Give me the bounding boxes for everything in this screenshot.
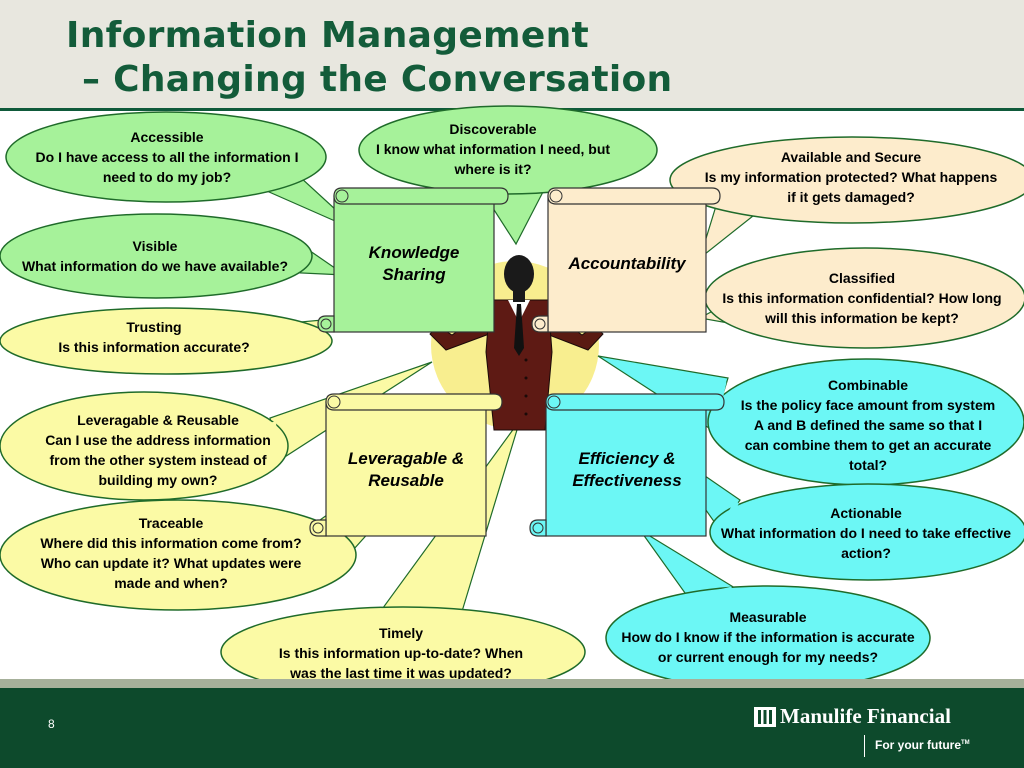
callout-title: Actionable: [830, 505, 902, 521]
page-number: 8: [48, 717, 55, 731]
callout-label-timely: Timely Is this information up-to-date? Wh…: [266, 612, 536, 694]
callout-text: How do I know if the information is accu…: [621, 629, 915, 665]
brand-tagline: For your futureTM: [875, 738, 970, 752]
callout-title: Classified: [828, 270, 896, 286]
callout-label-available-secure: Available and Secure Is my information pr…: [700, 142, 1002, 212]
callout-trusting[interactable]: [0, 307, 348, 375]
callout-label-discoverable: Discoverable I know what information I ne…: [362, 116, 624, 182]
brand-name: Manulife Financial: [780, 704, 951, 728]
callout-text: Can I use the address information from t…: [45, 432, 271, 488]
scroll-label-accountability: Accountability: [568, 254, 686, 273]
callout-text: What information do we have available?: [21, 258, 289, 274]
callout-label-trusting: Trusting Is this information accurate?: [20, 314, 288, 360]
footer-stripe: [0, 679, 1024, 688]
callout-label-accessible: Accessible Do I have access to all the in…: [22, 120, 312, 194]
callout-title: Timely: [378, 625, 424, 641]
callout-text: I know what information I need, but wher…: [375, 141, 611, 177]
slide-header: [0, 0, 1024, 108]
scroll-leveragable-reusable[interactable]: [309, 393, 503, 537]
callout-title: Measurable: [729, 609, 807, 625]
callout-visible[interactable]: [0, 213, 348, 299]
callout-title: Combinable: [827, 377, 909, 393]
scroll-efficiency-effectiveness[interactable]: [529, 393, 725, 537]
scroll-accountability[interactable]: [531, 187, 721, 333]
callout-measurable[interactable]: [605, 529, 931, 691]
scroll-knowledge-sharing[interactable]: [317, 187, 509, 333]
callout-label-combinable: Combinable Is the policy face amount from…: [740, 372, 996, 478]
callout-text: Is the policy face amount from system A …: [740, 397, 996, 473]
callout-text: Is this information confidential? How lo…: [722, 290, 1002, 326]
callout-title: Discoverable: [449, 121, 537, 137]
callout-title: Available and Secure: [780, 149, 922, 165]
slide-title: Information Management – Changing the Co…: [66, 14, 672, 102]
callout-text: Do I have access to all the information …: [35, 149, 299, 185]
scroll-label-knowledge-sharing: Knowledge Sharing: [368, 243, 460, 284]
scroll-label-efficiency-effectiveness: Efficiency & Effectiveness: [572, 449, 682, 490]
callout-title: Traceable: [138, 515, 204, 531]
brand-separator: [864, 735, 865, 757]
callout-available-secure[interactable]: [669, 136, 1024, 260]
callout-title: Accessible: [130, 129, 204, 145]
callout-text: Where did this information come from? Wh…: [40, 535, 302, 591]
callout-text: What information do I need to take effec…: [720, 525, 1012, 561]
callout-title: Visible: [132, 238, 178, 254]
slide-footer: [0, 688, 1024, 768]
callout-text: Is this information up-to-date? When was…: [278, 645, 524, 681]
callout-label-classified: Classified Is this information confidenti…: [722, 252, 1002, 344]
trademark-mark: TM: [961, 740, 970, 746]
callout-text: Is my information protected? What happen…: [704, 169, 998, 205]
slide-title-line-1: Information Management: [66, 15, 590, 56]
callout-title: Leveragable & Reusable: [77, 412, 239, 428]
callout-text: Is this information accurate?: [58, 339, 250, 355]
tagline-text: For your future: [875, 738, 961, 752]
slide-title-line-2: – Changing the Conversation: [82, 59, 673, 100]
manulife-logo-icon: [754, 707, 776, 727]
callout-title: Trusting: [126, 319, 182, 335]
scroll-label-leveragable-reusable: Leveragable & Reusable: [347, 449, 465, 490]
